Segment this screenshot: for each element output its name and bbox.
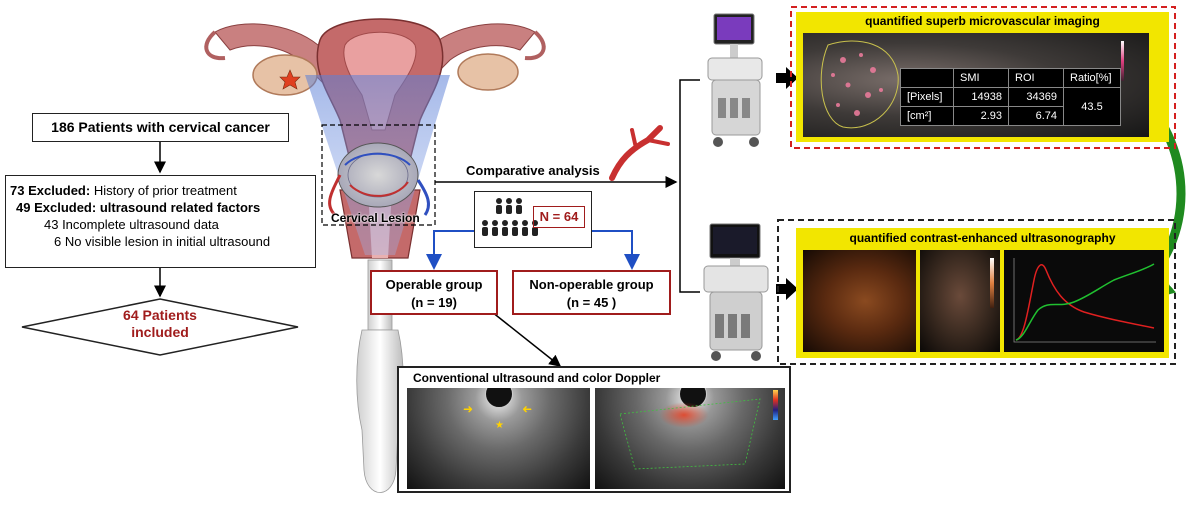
grayscale-ultrasound-image: ➜ ➜ ★ <box>407 388 590 489</box>
arrow-to-operable <box>426 230 474 270</box>
comparative-analysis-label: Comparative analysis <box>466 163 600 178</box>
ceus-image-2 <box>920 250 1000 352</box>
arrow-operable-to-conventional <box>491 311 562 367</box>
total-patients-box: 186 Patients with cervical cancer <box>32 113 289 142</box>
smi-dashed-border <box>790 6 1176 149</box>
smi-table-header-row: SMI ROI Ratio[%] <box>900 68 1121 88</box>
smi-vessel-overlay <box>820 40 899 129</box>
smi-ratio-cell: 43.5 <box>1063 87 1121 126</box>
smi-title: quantified superb microvascular imaging <box>865 14 1100 28</box>
yellow-marker-3: ★ <box>495 420 504 431</box>
smi-table-row: [cm²] 2.93 6.74 <box>900 106 1121 126</box>
smi-table-row: [Pixels] 14938 34369 43.5 <box>900 87 1121 126</box>
ceus-panel: quantified contrast-enhanced ultrasonogr… <box>796 228 1169 358</box>
cervical-lesion-label: Cervical Lesion <box>331 211 420 225</box>
blood-vessel-icon <box>609 125 670 181</box>
smi-table-cell: 34369 <box>1008 87 1064 107</box>
included-diamond <box>21 298 299 356</box>
smi-table: SMI ROI Ratio[%] [Pixels] 14938 34369 43… <box>900 68 1121 126</box>
conventional-us-panel: Conventional ultrasound and color Dopple… <box>397 366 791 493</box>
ceus-curve-graphic <box>1013 258 1156 343</box>
ceus-scale-bar <box>990 258 994 308</box>
doppler-signal <box>659 402 709 428</box>
ceus-dashed-border <box>777 219 1176 365</box>
arrow-into-ceus-panel <box>776 278 798 300</box>
ultrasound-machine-icon-2 <box>703 223 769 361</box>
excluded-line-2: 49 Excluded: ultrasound related factors <box>16 200 261 215</box>
ceus-time-intensity-curve <box>1004 250 1164 352</box>
smi-side-scale <box>1121 41 1124 81</box>
conventional-us-title: Conventional ultrasound and color Dopple… <box>413 371 661 385</box>
people-icon <box>482 198 538 236</box>
bracket-connector <box>679 79 700 293</box>
smi-table-cell: 2.93 <box>953 106 1009 126</box>
ultrasound-machine-icon-1 <box>707 13 763 147</box>
excluded-line-4: 6 No visible lesion in initial ultrasoun… <box>54 234 271 249</box>
operable-group-box: Operable group (n = 19) <box>370 270 498 315</box>
arrow-to-nonoperable <box>592 230 640 270</box>
included-text: 64 Patients included <box>123 307 197 340</box>
smi-table-header: Ratio[%] <box>1063 68 1121 88</box>
total-patients-text: 186 Patients with cervical cancer <box>51 119 270 135</box>
probe-circle-graphic <box>485 388 513 408</box>
yellow-marker-1: ➜ <box>463 402 474 416</box>
smi-panel: quantified superb microvascular imaging … <box>796 12 1169 142</box>
lesion-dashed-box <box>321 124 436 226</box>
excluded-line-3: 43 Incomplete ultrasound data <box>44 217 219 232</box>
smi-table-header <box>900 68 954 88</box>
ceus-image-1 <box>803 250 916 352</box>
n-total-box: N = 64 <box>533 206 585 228</box>
color-doppler-image <box>595 388 785 489</box>
excluded-line-1: 73 Excluded: History of prior treatment <box>10 183 237 198</box>
patient-icon-box: N = 64 <box>474 191 592 248</box>
yellow-marker-2: ➜ <box>522 402 533 416</box>
arrow-into-smi-panel <box>776 67 798 89</box>
doppler-roi-outline <box>619 398 761 470</box>
smi-table-cell: 6.74 <box>1008 106 1064 126</box>
smi-table-header: ROI <box>1008 68 1064 88</box>
ceus-title: quantified contrast-enhanced ultrasonogr… <box>849 231 1116 245</box>
cervical-lesion-graphic <box>328 142 430 217</box>
smi-table-cell: [Pixels] <box>900 87 954 107</box>
excluded-box: 73 Excluded: History of prior treatment … <box>5 175 316 268</box>
smi-table-header: SMI <box>953 68 1009 88</box>
color-bar <box>773 390 778 420</box>
nonoperable-group-box: Non-operable group (n = 45 ) <box>512 270 671 315</box>
smi-table-cell: 14938 <box>953 87 1009 107</box>
smi-table-cell: [cm²] <box>900 106 954 126</box>
